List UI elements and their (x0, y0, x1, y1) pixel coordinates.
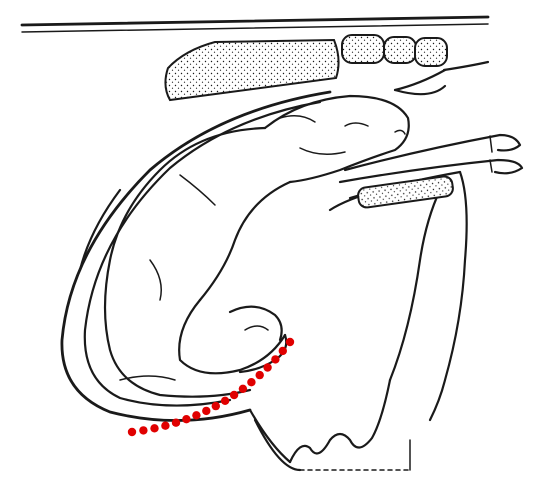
red-marker-dot (221, 397, 229, 405)
red-marker-dot (182, 415, 190, 423)
red-marker-dot (230, 391, 238, 399)
red-marker-dot (286, 338, 294, 346)
birth-canal (330, 172, 467, 420)
red-marker-dot (239, 385, 247, 393)
vertebrae (165, 35, 447, 100)
red-marker-dot (212, 402, 220, 410)
red-marker-dot (192, 411, 200, 419)
back-line (22, 17, 488, 32)
red-marker-dot (247, 378, 255, 386)
red-marker-dot (279, 347, 287, 355)
calf-hindlegs (179, 300, 286, 373)
udder (250, 190, 440, 470)
red-marker-dot (271, 355, 279, 363)
red-marker-dot (139, 426, 147, 434)
red-marker-dot (202, 407, 210, 415)
red-marker-dot (150, 424, 158, 432)
pelvis-outline (395, 62, 488, 94)
red-marker-dot (263, 363, 271, 371)
red-marker-dot (128, 428, 136, 436)
red-marker-dot (256, 371, 264, 379)
red-marker-dot (161, 422, 169, 430)
red-marker-dot (172, 419, 180, 427)
calf-body (105, 128, 290, 397)
